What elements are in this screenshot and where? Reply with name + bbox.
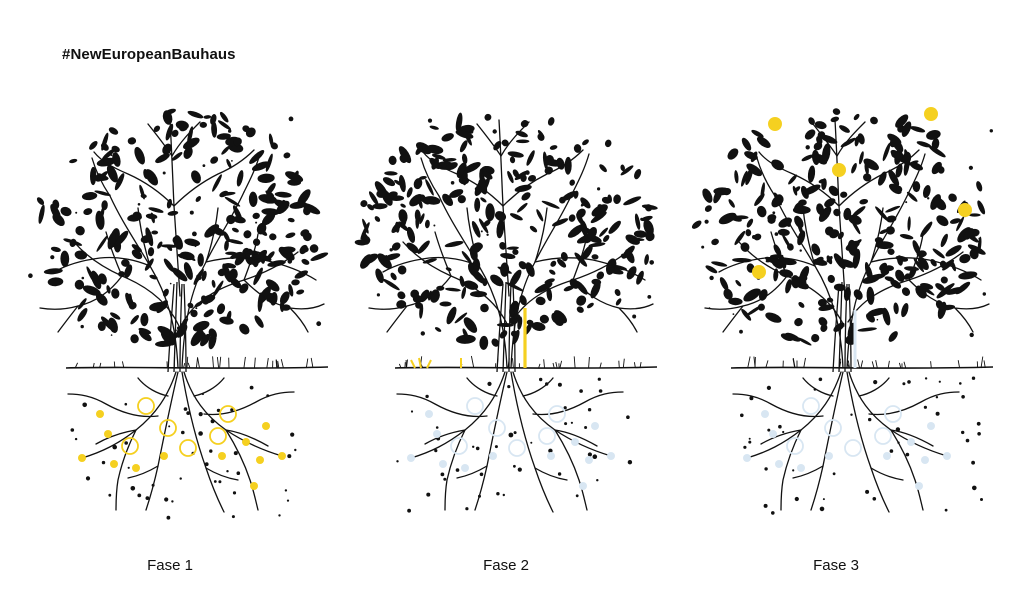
fruit-highlight bbox=[752, 107, 972, 368]
phase-1-label: Fase 1 bbox=[147, 557, 193, 574]
soil-dots bbox=[740, 376, 983, 515]
phase-2-label: Fase 2 bbox=[483, 557, 529, 574]
root-nutrient-rings bbox=[121, 397, 237, 457]
ground-line bbox=[394, 355, 658, 369]
root-nutrient-rings bbox=[786, 397, 902, 457]
tree-trunk bbox=[832, 281, 852, 373]
tree-illustration bbox=[691, 107, 994, 515]
trunk-flow-highlight bbox=[410, 308, 527, 369]
canopy-leaves bbox=[28, 108, 329, 350]
tree-roots bbox=[396, 371, 624, 513]
ground-line bbox=[730, 356, 994, 369]
phase-3-label: Fase 3 bbox=[813, 557, 859, 574]
canopy-leaves bbox=[691, 108, 993, 346]
root-nutrient-dots bbox=[743, 410, 951, 490]
phase-2-tree-diagram bbox=[347, 96, 667, 556]
tree-illustration bbox=[354, 112, 658, 513]
phase-1-tree-diagram bbox=[18, 96, 338, 556]
root-nutrient-dots bbox=[407, 410, 615, 490]
ground-line bbox=[65, 356, 329, 369]
root-nutrient-dots bbox=[78, 410, 286, 490]
tree-branches bbox=[39, 119, 325, 369]
soil-dots bbox=[70, 385, 297, 520]
phase-3-tree-diagram bbox=[683, 96, 1003, 556]
tree-roots bbox=[732, 371, 960, 513]
tree-illustration bbox=[28, 108, 329, 520]
tree-branches bbox=[704, 119, 990, 369]
soil-dots bbox=[396, 377, 633, 513]
root-nutrient-rings bbox=[450, 397, 566, 457]
hashtag-title: #NewEuropeanBauhaus bbox=[62, 46, 236, 63]
tree-roots bbox=[67, 371, 295, 513]
